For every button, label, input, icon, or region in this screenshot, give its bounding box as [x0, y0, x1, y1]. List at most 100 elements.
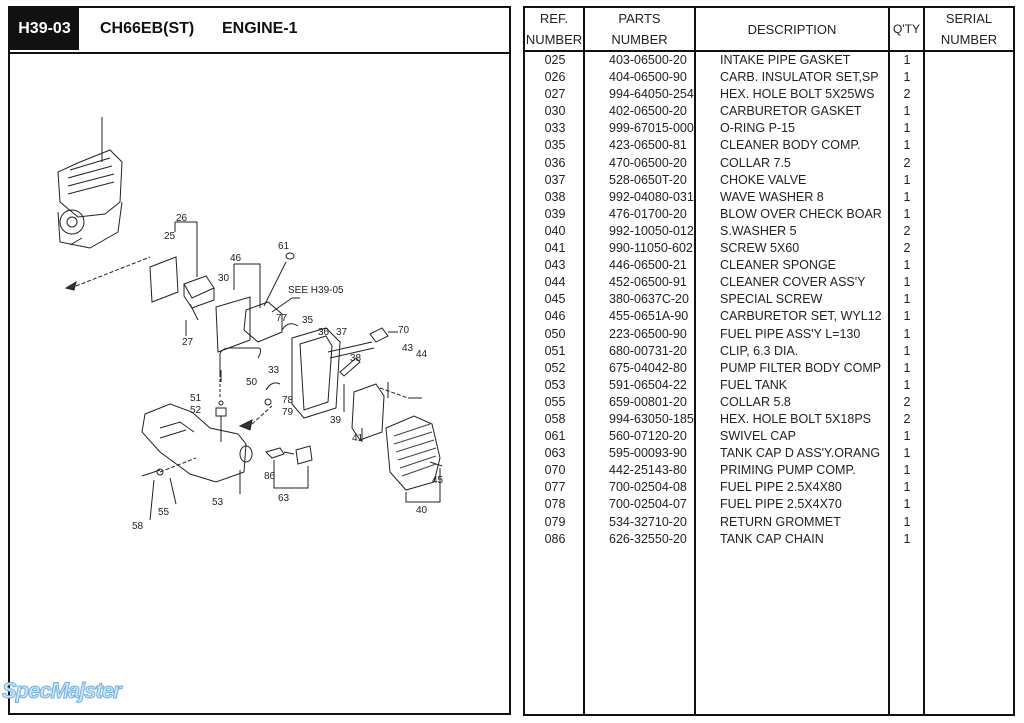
part-number-cell: 442-25143-80: [609, 463, 687, 478]
quantity-cell: 2: [903, 223, 911, 238]
description-cell: SWIVEL CAP: [720, 429, 796, 444]
part-number-cell: 626-32550-20: [609, 531, 687, 546]
part-number-cell: 223-06500-90: [609, 326, 687, 341]
callout-44: 40: [416, 505, 428, 516]
direction-arrow-icon: [238, 419, 253, 431]
part-number-cell: 992-04080-031: [609, 189, 694, 204]
quantity-cell: 2: [903, 394, 911, 409]
part-number-cell: 455-0651A-90: [609, 309, 689, 324]
part-number-cell: 560-07120-20: [609, 429, 687, 444]
quantity-cell: 2: [903, 241, 911, 256]
part-number-cell: 675-04042-80: [609, 360, 687, 375]
quantity-cell: 1: [903, 531, 911, 546]
callout-55: 55: [158, 507, 170, 518]
quantity-cell: 1: [903, 326, 911, 341]
part-number-cell: 999-67015-000: [609, 121, 694, 136]
part-number-cell: 994-64050-254: [609, 87, 694, 102]
callout-63: 63: [278, 493, 290, 504]
part-number-cell: 380-0637C-20: [609, 292, 689, 307]
quantity-cell: 2: [903, 87, 911, 102]
callout-25: 25: [164, 231, 176, 242]
quantity-cell: 1: [903, 258, 911, 273]
ref-number-cell: 030: [544, 104, 566, 119]
callout-46: 46: [230, 253, 242, 264]
header-serial-line2: NUMBER: [940, 32, 998, 47]
header-ref-line1: REF.: [539, 11, 569, 26]
ref-number-cell: 041: [544, 241, 566, 256]
ref-number-cell: 025: [544, 53, 566, 67]
header-qty: Q'TY: [890, 8, 923, 50]
page-title: ENGINE-1: [222, 20, 298, 37]
ref-number-cell: 063: [544, 446, 566, 461]
ref-number-cell: 039: [544, 206, 566, 221]
ref-number-cell: 058: [544, 411, 566, 426]
exploded-parts-diagram: 26 25 27 46 30 61 SEE H39-05 77 35 36 37…: [10, 52, 509, 713]
watermark-logo: SpecMajster: [2, 678, 123, 704]
page-header: H39-03 CH66EB(ST) ENGINE-1: [10, 8, 509, 54]
quantity-cell: 1: [903, 206, 911, 221]
part-number-cell: 404-06500-90: [609, 70, 687, 85]
part-number-cell: 591-06504-22: [609, 377, 687, 392]
part-number-cell: 700-02504-07: [609, 497, 687, 512]
parts-table: REF. NUMBER PARTS NUMBER DESCRIPTION Q'T…: [523, 6, 1015, 716]
quantity-cell: 1: [903, 172, 911, 187]
part-number-cell: 659-00801-20: [609, 394, 687, 409]
callout-41: 44: [416, 349, 428, 360]
ref-number-cell: 027: [544, 87, 566, 102]
callout-36: 36: [318, 327, 330, 338]
part-number-cell: 452-06500-91: [609, 275, 687, 290]
quantity-cell: 1: [903, 275, 911, 290]
part-number-cell: 994-63050-185: [609, 411, 694, 426]
part-number-cell: 680-00731-20: [609, 343, 687, 358]
callout-45: 45: [432, 475, 444, 486]
description-cell: CLEANER BODY COMP.: [720, 138, 861, 153]
engine-block-drawing: [57, 117, 123, 249]
callout-27: 27: [182, 337, 194, 348]
callout-39: 39: [330, 415, 342, 426]
description-cell: CLEANER COVER ASS'Y: [720, 275, 866, 290]
ref-number-cell: 051: [544, 343, 566, 358]
description-cell: RETURN GROMMET: [720, 514, 841, 529]
ref-number-cell: 044: [544, 275, 566, 290]
ref-number-cell: 055: [544, 394, 566, 409]
description-cell: CARB. INSULATOR SET,SP: [720, 70, 879, 85]
model-name: CH66EB(ST): [100, 20, 195, 37]
description-cell: FUEL PIPE 2.5X4X70: [720, 497, 842, 512]
quantity-cell: 1: [903, 343, 911, 358]
callout-79: 79: [282, 407, 294, 418]
header-description: DESCRIPTION: [696, 8, 888, 50]
ref-number-cell: 026: [544, 70, 566, 85]
description-cell: INTAKE PIPE GASKET: [720, 53, 851, 67]
description-cell: FUEL PIPE 2.5X4X80: [720, 480, 842, 495]
callout-30: 30: [218, 273, 230, 284]
column-divider: [694, 8, 696, 714]
ref-number-cell: 053: [544, 377, 566, 392]
part-number-cell: 446-06500-21: [609, 258, 687, 273]
ref-number-cell: 070: [544, 463, 566, 478]
callout-38: 38: [350, 353, 362, 364]
header-ref-line2: NUMBER: [525, 32, 583, 47]
header-description-text: DESCRIPTION: [747, 21, 837, 37]
column-divider: [923, 8, 925, 714]
callout-50: 50: [246, 377, 258, 388]
column-divider: [583, 8, 585, 714]
description-cell: PRIMING PUMP COMP.: [720, 463, 856, 478]
callout-52: 52: [190, 405, 202, 416]
quantity-cell: 1: [903, 463, 911, 478]
description-cell: FUEL TANK: [720, 377, 788, 392]
ref-number-cell: 046: [544, 309, 566, 324]
ref-number-cell: 040: [544, 223, 566, 238]
